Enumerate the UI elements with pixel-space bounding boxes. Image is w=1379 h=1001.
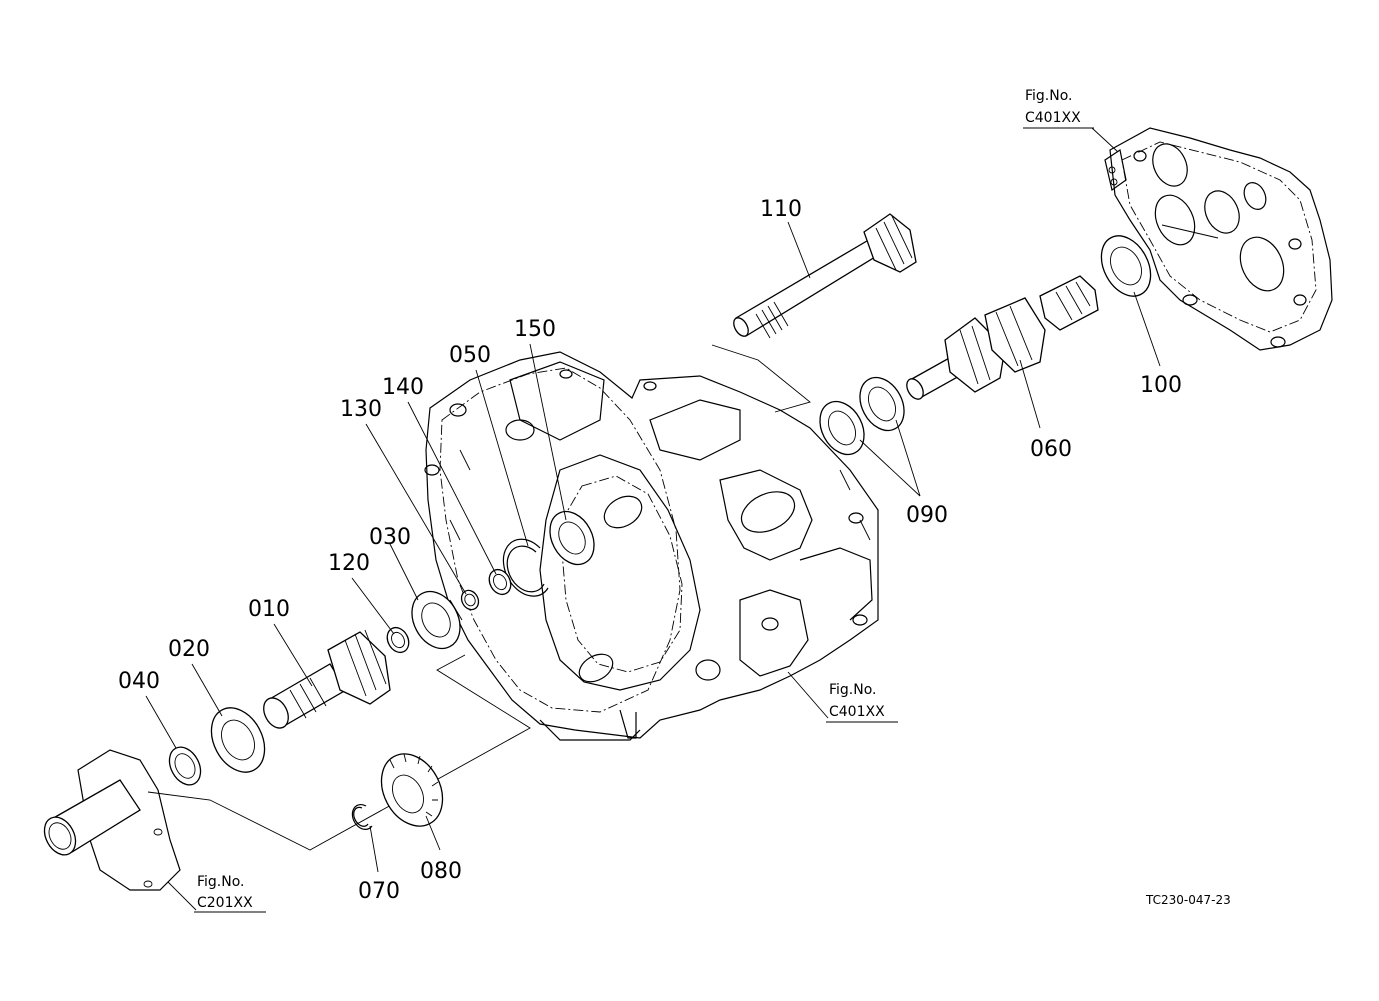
leader-120 — [351, 577, 395, 635]
part-010-gear-shaft — [263, 629, 391, 729]
part-100-bearing — [1100, 235, 1152, 297]
leader-fig-bottom-left — [167, 881, 197, 911]
part-label-090: 090 — [906, 503, 948, 528]
part-140-washer — [488, 568, 512, 596]
leader-fig-center — [787, 671, 829, 719]
fig-ref-center-line2: C401XX — [829, 704, 885, 720]
part-label-110: 110 — [760, 197, 802, 222]
fig-ref-top-right-line2: C401XX — [1025, 110, 1081, 126]
part-label-150: 150 — [514, 317, 556, 342]
part-040-seal — [168, 746, 202, 786]
part-label-130: 130 — [340, 397, 382, 422]
leader-040 — [145, 695, 177, 749]
fig-ref-bottom-left-line1: Fig.No. — [197, 874, 245, 890]
part-label-140: 140 — [382, 375, 424, 400]
part-070-circlip — [351, 803, 373, 830]
part-label-080: 080 — [420, 859, 462, 884]
leader-130 — [365, 423, 467, 595]
leader-070 — [369, 825, 379, 873]
part-090-bearings — [819, 376, 905, 456]
part-label-070: 070 — [358, 879, 400, 904]
part-110-shaft — [733, 213, 917, 339]
leader-fig-top-right — [1091, 127, 1119, 153]
part-080-gear — [380, 753, 444, 827]
part-label-020: 020 — [168, 637, 210, 662]
part-label-040: 040 — [118, 669, 160, 694]
leader-080 — [425, 815, 441, 851]
leader-lines — [145, 127, 1161, 911]
part-label-050: 050 — [449, 343, 491, 368]
figure-ref-center: Fig.No. C401XX — [826, 682, 898, 723]
leader-090-a — [859, 439, 921, 497]
transmission-case — [424, 351, 879, 741]
part-label-060: 060 — [1030, 437, 1072, 462]
leader-020 — [191, 663, 223, 717]
part-120-collar — [386, 626, 410, 654]
part-020-bearing — [210, 707, 266, 773]
part-130-circlip — [460, 589, 480, 611]
rear-cover-plate — [1104, 127, 1333, 351]
part-label-100: 100 — [1140, 373, 1182, 398]
leader-110 — [787, 221, 811, 279]
front-cover — [43, 749, 181, 891]
leader-010 — [273, 623, 313, 687]
leader-050 — [475, 369, 529, 547]
leader-150 — [529, 343, 567, 521]
leader-030 — [389, 543, 419, 601]
fig-ref-bottom-left-line2: C201XX — [197, 895, 253, 911]
part-150-bearing — [549, 510, 595, 566]
part-label-030: 030 — [369, 525, 411, 550]
part-label-120: 120 — [328, 551, 370, 576]
part-050-snap-ring — [502, 538, 549, 597]
drawing-code: TC230-047-23 — [1145, 893, 1231, 907]
leader-090-b — [895, 419, 921, 497]
leader-140 — [407, 401, 497, 575]
figure-ref-top-right: Fig.No. C401XX — [1023, 88, 1094, 129]
fig-ref-top-right-line1: Fig.No. — [1025, 88, 1073, 104]
part-label-010: 010 — [248, 597, 290, 622]
part-number-labels: 110 150 050 140 130 030 120 010 020 040 … — [118, 197, 1182, 904]
part-030-bearing — [411, 590, 461, 650]
leader-100 — [1133, 291, 1161, 367]
figure-ref-bottom-left: Fig.No. C201XX — [194, 874, 266, 913]
part-060-gear-shaft — [906, 275, 1099, 400]
leader-060 — [1019, 359, 1041, 429]
fig-ref-center-line1: Fig.No. — [829, 682, 877, 698]
